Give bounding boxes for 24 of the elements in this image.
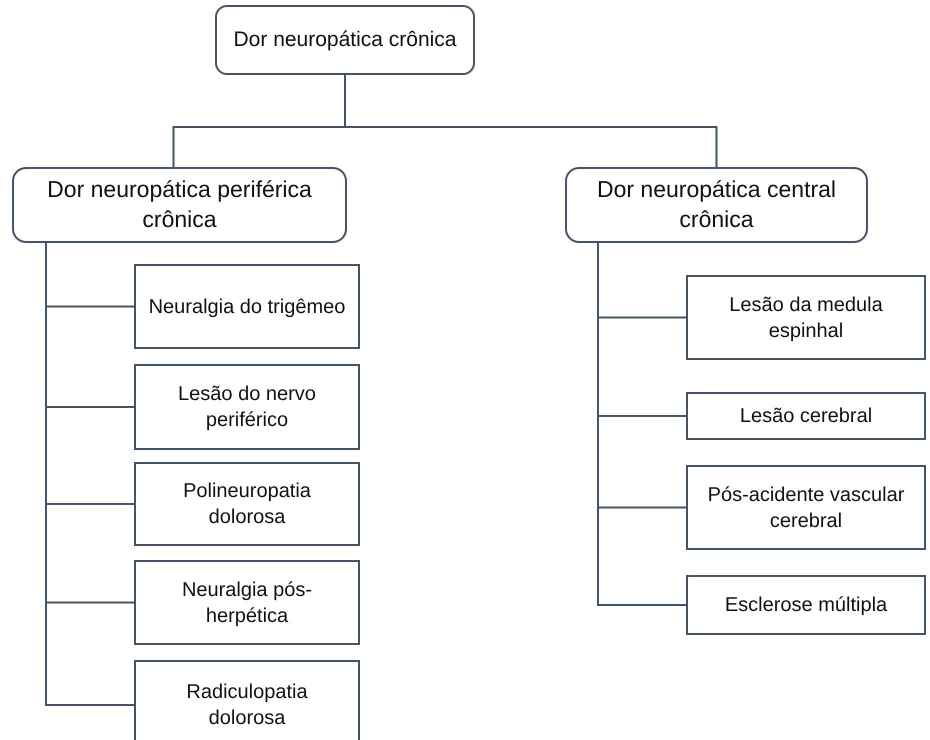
category-box	[12, 167, 347, 243]
condition-box	[134, 364, 360, 450]
node-label: Lesão da medula espinhal	[728, 292, 884, 344]
category-box	[565, 167, 868, 243]
condition-box	[686, 275, 926, 360]
node-label: Neuralgia do trigêmeo	[148, 294, 346, 320]
condition-box	[686, 465, 926, 550]
node-label: Dor neuropática periférica crônica	[46, 175, 313, 234]
node-label: Neuralgia pós-herpética	[180, 578, 314, 628]
node-label: Dor neuropática crônica	[234, 27, 456, 54]
node-label: Radiculopatia dolorosa	[185, 680, 309, 731]
condition-box	[134, 560, 360, 645]
node-label: Lesão do nervo periférico	[177, 382, 317, 433]
condition-box	[686, 392, 926, 440]
condition-box	[686, 575, 926, 635]
condition-box	[134, 462, 360, 546]
node-label: Dor neuropática central crônica	[596, 175, 838, 234]
root-box	[215, 5, 475, 75]
node-label: Pós-acidente vascular cerebral	[706, 482, 906, 534]
node-label: Lesão cerebral	[740, 404, 872, 429]
condition-box	[134, 660, 360, 740]
condition-box	[134, 264, 360, 349]
node-label: Polineuropatia dolorosa	[182, 479, 312, 530]
node-label: Esclerose múltipla	[724, 593, 888, 618]
